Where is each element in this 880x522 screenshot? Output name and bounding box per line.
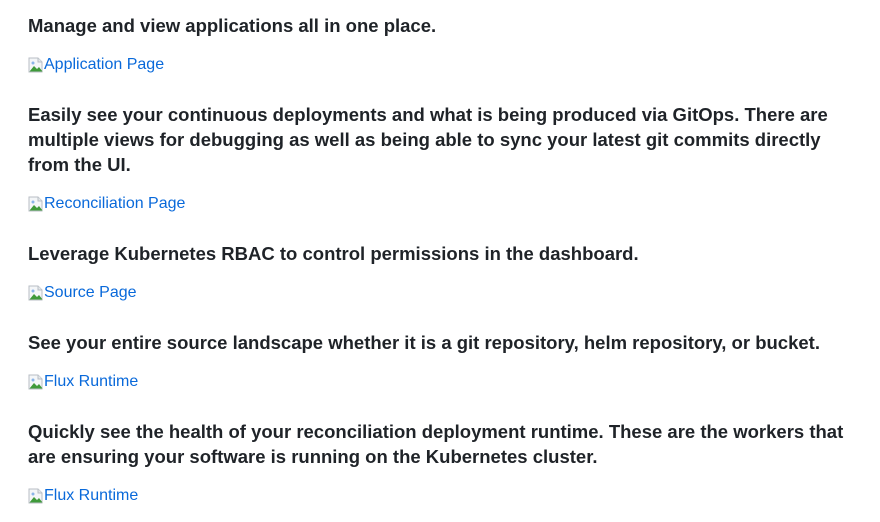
broken-image-icon: [28, 488, 44, 504]
broken-image-icon: [28, 285, 44, 301]
image-alt-text: Source Page: [44, 284, 137, 301]
paragraph-applications: Manage and view applications all in one …: [28, 15, 437, 36]
flux-runtime-image-link-2[interactable]: Flux Runtime: [28, 486, 138, 506]
image-alt-text: Application Page: [44, 56, 165, 73]
image-alt-text: Flux Runtime: [44, 487, 139, 504]
broken-image-icon: [28, 57, 44, 73]
application-page-image-link[interactable]: Application Page: [28, 55, 164, 75]
broken-image-icon: [28, 196, 44, 212]
reconciliation-page-image-link[interactable]: Reconciliation Page: [28, 194, 185, 214]
paragraph-sources: See your entire source landscape whether…: [28, 332, 820, 353]
flux-runtime-image-link[interactable]: Flux Runtime: [28, 372, 138, 392]
paragraph-rbac: Leverage Kubernetes RBAC to control perm…: [28, 243, 639, 264]
paragraph-runtime-health: Quickly see the health of your reconcili…: [28, 421, 844, 467]
paragraph-deployments: Easily see your continuous deployments a…: [28, 104, 828, 175]
image-alt-text: Reconciliation Page: [44, 195, 186, 212]
broken-image-icon: [28, 374, 44, 390]
source-page-image-link[interactable]: Source Page: [28, 283, 137, 303]
image-alt-text: Flux Runtime: [44, 373, 139, 390]
